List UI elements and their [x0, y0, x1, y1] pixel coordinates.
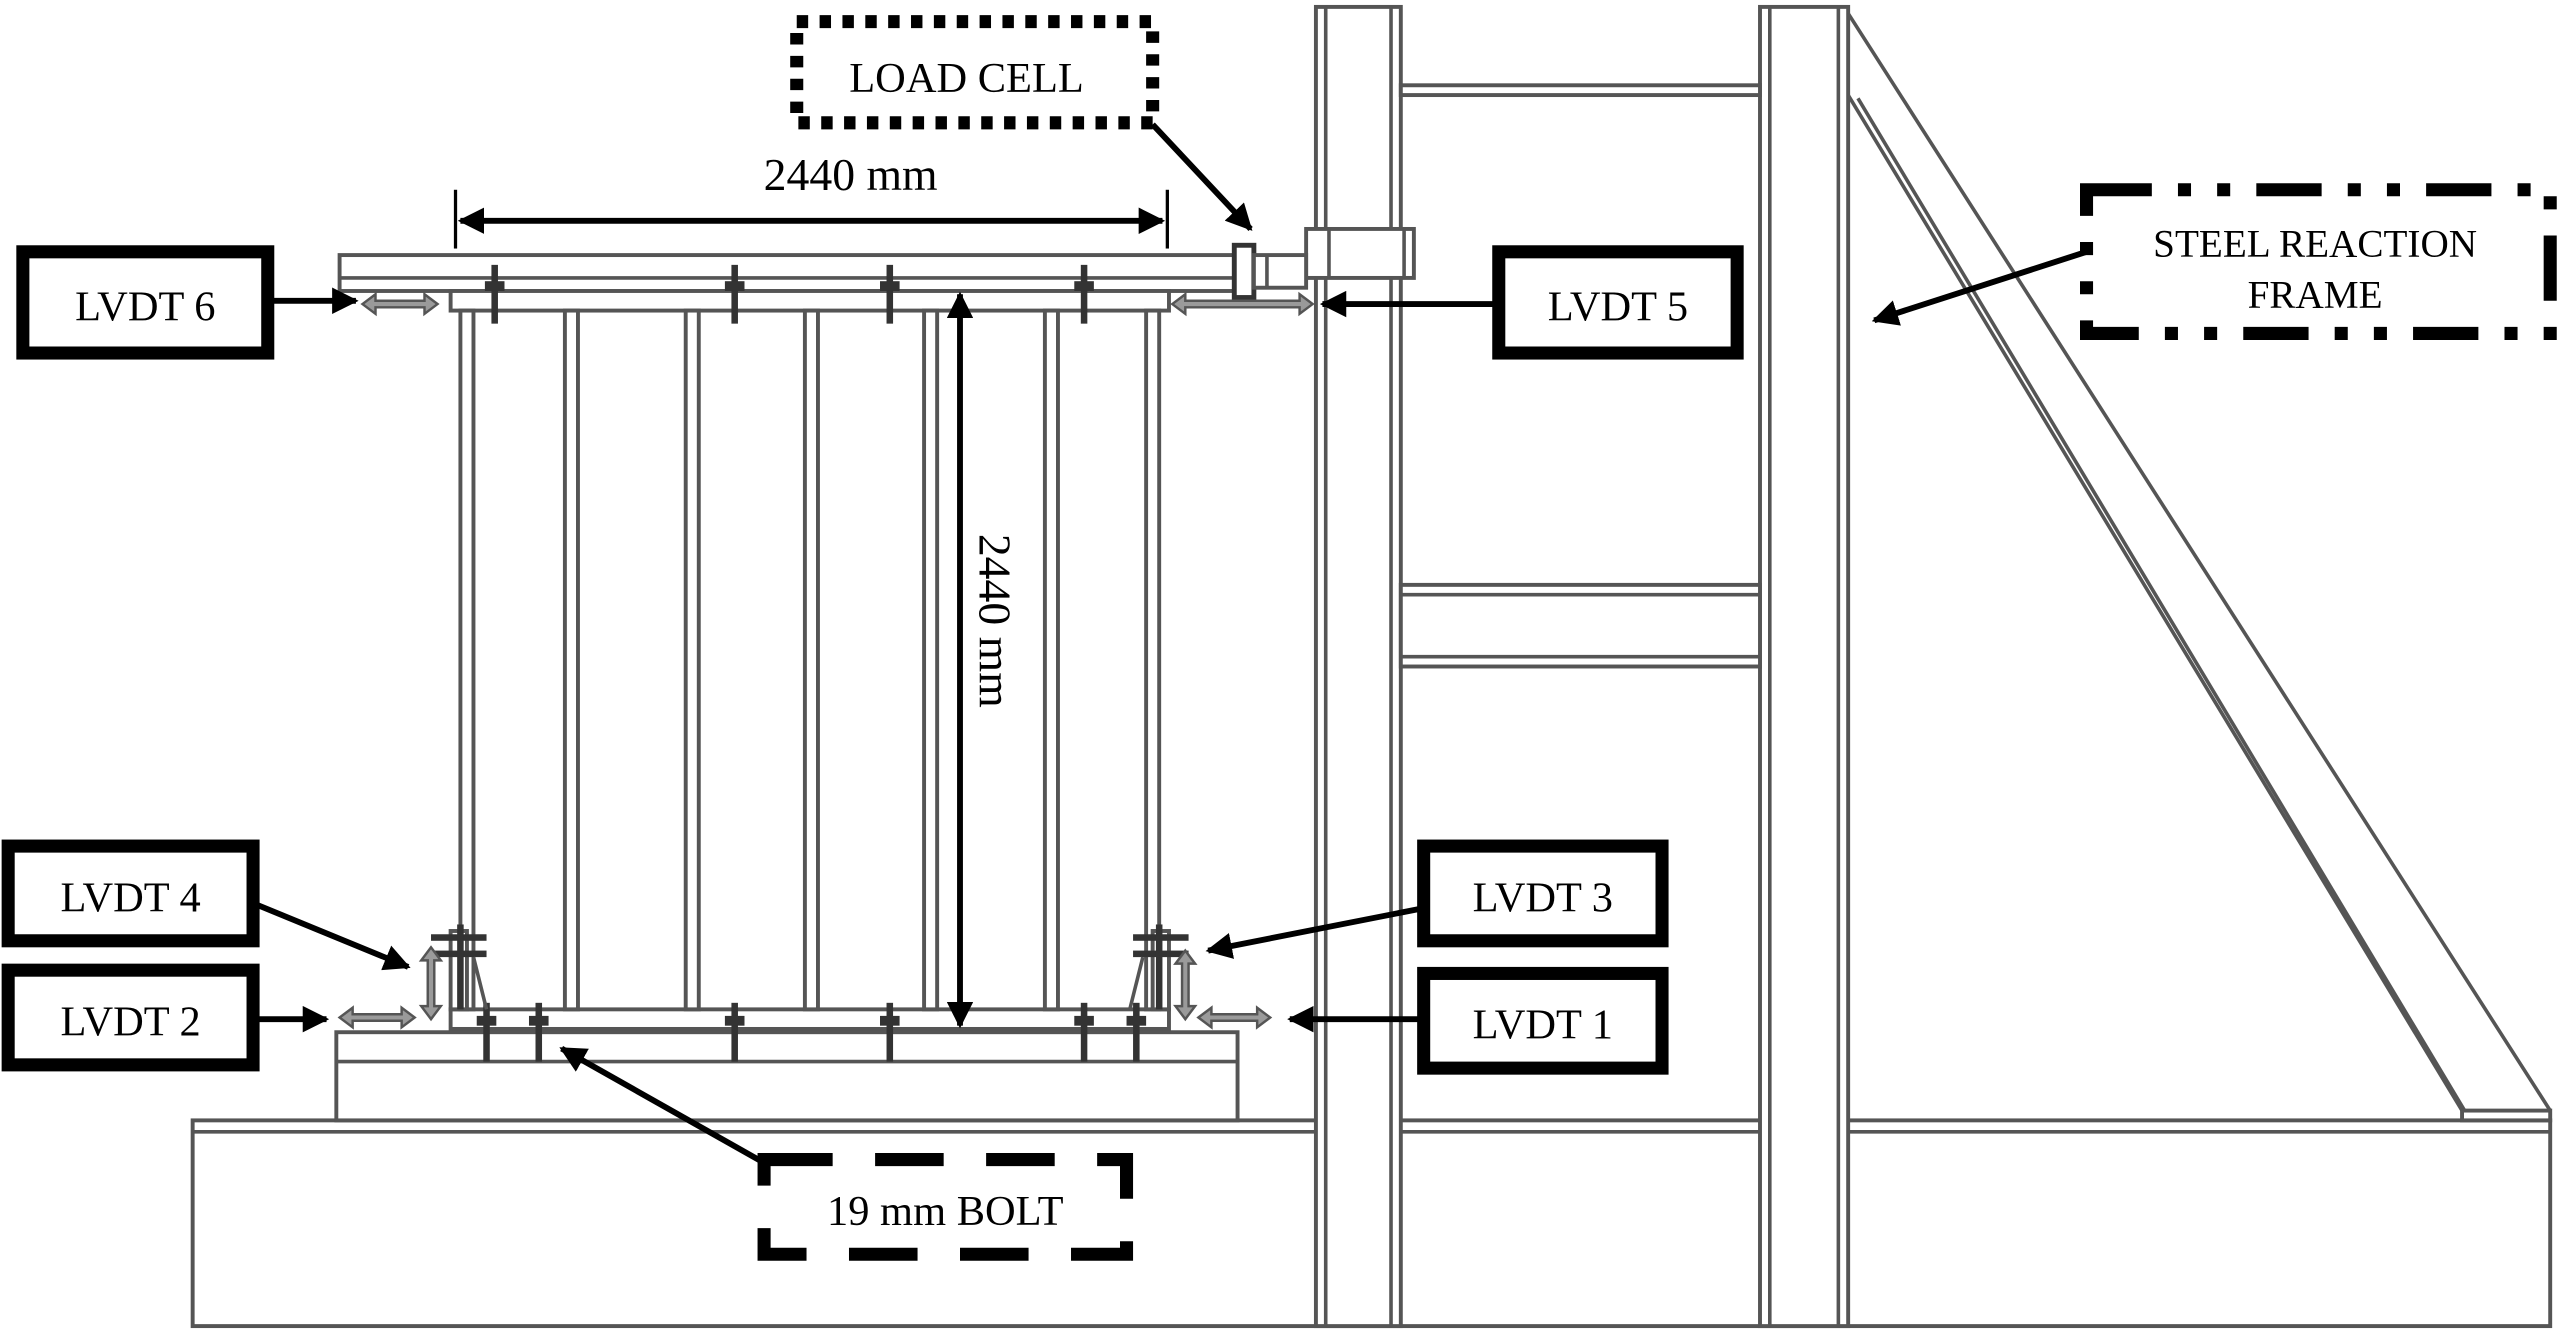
steel-reaction-frame-callout: STEEL REACTION FRAME	[1871, 183, 2557, 340]
load-cell-actuator	[1231, 242, 1309, 300]
reaction-frame-column-left	[1313, 4, 1403, 1329]
lvdt-3-callout: LVDT 3	[1205, 839, 1669, 959]
bolt-label: 19 mm BOLT	[827, 1188, 1064, 1235]
lvdt-4-sensor	[418, 945, 444, 1022]
actuator-bracket	[1304, 226, 1416, 280]
lvdt-5-label: LVDT 5	[1548, 283, 1688, 330]
lvdt-4-callout: LVDT 4	[1, 839, 411, 971]
reaction-frame-column-right	[1758, 4, 1851, 1329]
reaction-frame-brace	[1846, 12, 2553, 1123]
load-cell-callout: LOAD CELL	[790, 15, 1253, 231]
lvdt-5-sensor	[1170, 291, 1315, 317]
lvdt-6-callout: LVDT 6	[16, 245, 359, 360]
hold-down-right	[1128, 924, 1189, 1012]
lvdt-3-sensor	[1173, 948, 1198, 1022]
foundation-block	[334, 1030, 1240, 1123]
height-dimension: 2440 mm	[946, 291, 1021, 1029]
hold-down-left	[431, 924, 489, 1012]
width-dimension: 2440 mm	[453, 149, 1169, 249]
lvdt-6-label: LVDT 6	[75, 283, 215, 330]
top-anchor-bolts	[484, 264, 1094, 324]
bolt-callout: 19 mm BOLT	[559, 1045, 1134, 1261]
wall-top-plate	[448, 289, 1171, 313]
lvdt-1-callout: LVDT 1	[1287, 966, 1669, 1075]
lvdt-2-label: LVDT 2	[60, 998, 200, 1045]
load-cell-label: LOAD CELL	[849, 55, 1084, 102]
wall-bottom-plate	[448, 1007, 1171, 1031]
reaction-frame-beam-top	[1398, 83, 1762, 98]
lvdt-2-callout: LVDT 2	[1, 963, 330, 1072]
reaction-frame-beam-middle	[1398, 582, 1762, 669]
lvdt-4-label: LVDT 4	[60, 874, 200, 921]
wall-studs	[458, 308, 1162, 1012]
lvdt-1-sensor	[1196, 1005, 1273, 1030]
height-dimension-label: 2440 mm	[970, 534, 1021, 708]
lvdt-2-sensor	[337, 1005, 417, 1030]
lvdt-6-sensor	[360, 291, 440, 317]
reaction-frame-label-line2: FRAME	[2248, 273, 2383, 316]
lvdt-3-label: LVDT 3	[1473, 874, 1613, 921]
width-dimension-label: 2440 mm	[764, 149, 938, 200]
top-loading-beam	[337, 253, 1240, 293]
lvdt-1-label: LVDT 1	[1473, 1002, 1613, 1049]
lvdt-5-callout: LVDT 5	[1319, 245, 1744, 360]
reaction-frame-label-line1: STEEL REACTION	[2153, 223, 2477, 266]
bottom-anchor-bolts	[476, 1002, 1147, 1062]
